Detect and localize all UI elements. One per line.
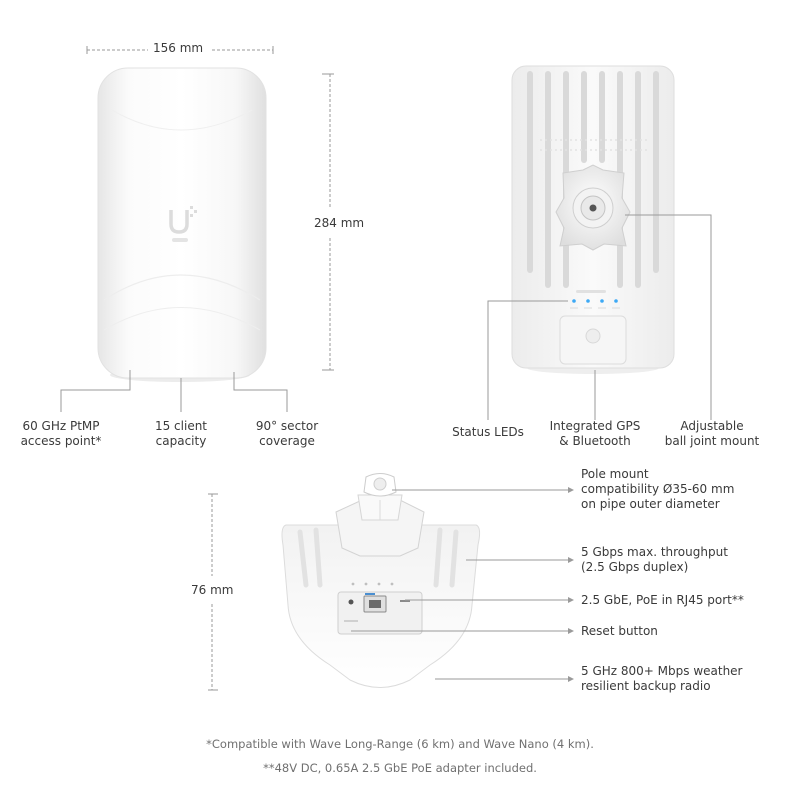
callout-line: coverage <box>259 434 315 448</box>
callout-line: compatibility Ø35-60 mm <box>581 482 735 496</box>
bottom-callout-lines <box>351 489 568 680</box>
callout-line: 5 GHz 800+ Mbps weather <box>581 664 743 678</box>
bottom-ball-joint <box>335 473 425 557</box>
callout-line: on pipe outer diameter <box>581 497 720 511</box>
ubiquiti-logo-icon <box>169 206 197 242</box>
bottom-callout-pole-mount: Pole mount compatibility Ø35-60 mm on pi… <box>581 467 734 512</box>
footnote-poe-adapter: **48V DC, 0.65A 2.5 GbE PoE adapter incl… <box>263 761 537 775</box>
reset-button-icon <box>348 599 354 605</box>
bottom-callout-backup-radio: 5 GHz 800+ Mbps weather resilient backup… <box>581 664 743 694</box>
back-view-device <box>511 65 675 374</box>
callout-line: ball joint mount <box>664 434 760 448</box>
footnote-compatibility: *Compatible with Wave Long-Range (6 km) … <box>206 737 594 751</box>
front-callout-ptmp: 60 GHz PtMP access point* <box>8 419 114 449</box>
height-dimension-line <box>322 73 334 371</box>
callout-line: & Bluetooth <box>559 434 631 448</box>
bottom-callout-throughput: 5 Gbps max. throughput (2.5 Gbps duplex) <box>581 545 728 575</box>
front-callout-lines <box>60 370 288 412</box>
back-callout-lines <box>487 214 712 420</box>
callout-line: resilient backup radio <box>581 679 711 693</box>
back-callout-gps: Integrated GPS & Bluetooth <box>535 419 655 449</box>
status-led-icons <box>570 299 620 309</box>
ball-joint-mount <box>555 164 631 251</box>
bottom-callout-reset: Reset button <box>581 624 658 639</box>
depth-dimension-label: 76 mm <box>191 583 234 597</box>
callout-line: Pole mount <box>581 467 649 481</box>
callout-line: 15 client <box>154 419 208 433</box>
bottom-view-device <box>281 473 481 688</box>
height-dimension-label: 284 mm <box>314 216 365 230</box>
depth-dimension-line <box>208 493 218 691</box>
port-bay <box>337 591 423 635</box>
callout-line: capacity <box>155 434 207 448</box>
callout-line: 5 Gbps max. throughput <box>581 545 728 559</box>
callout-line: Integrated GPS <box>549 419 641 433</box>
callout-line: Status LEDs <box>452 425 524 439</box>
callout-line: Reset button <box>581 624 658 638</box>
callout-line: Adjustable <box>680 419 744 433</box>
width-dimension-label: 156 mm <box>153 41 204 55</box>
front-callout-capacity: 15 client capacity <box>131 419 231 449</box>
front-callout-coverage: 90° sector coverage <box>237 419 337 449</box>
back-callout-status-leds: Status LEDs <box>438 425 538 440</box>
callout-line: access point* <box>20 434 102 448</box>
callout-line: 60 GHz PtMP <box>22 419 100 433</box>
bottom-callout-rj45: 2.5 GbE, PoE in RJ45 port** <box>581 593 744 608</box>
callout-line: 90° sector <box>255 419 319 433</box>
callout-line: 2.5 GbE, PoE in RJ45 port** <box>581 593 744 607</box>
callout-line: (2.5 Gbps duplex) <box>581 560 689 574</box>
back-callout-mount: Adjustable ball joint mount <box>656 419 768 449</box>
front-view-device <box>97 67 267 382</box>
